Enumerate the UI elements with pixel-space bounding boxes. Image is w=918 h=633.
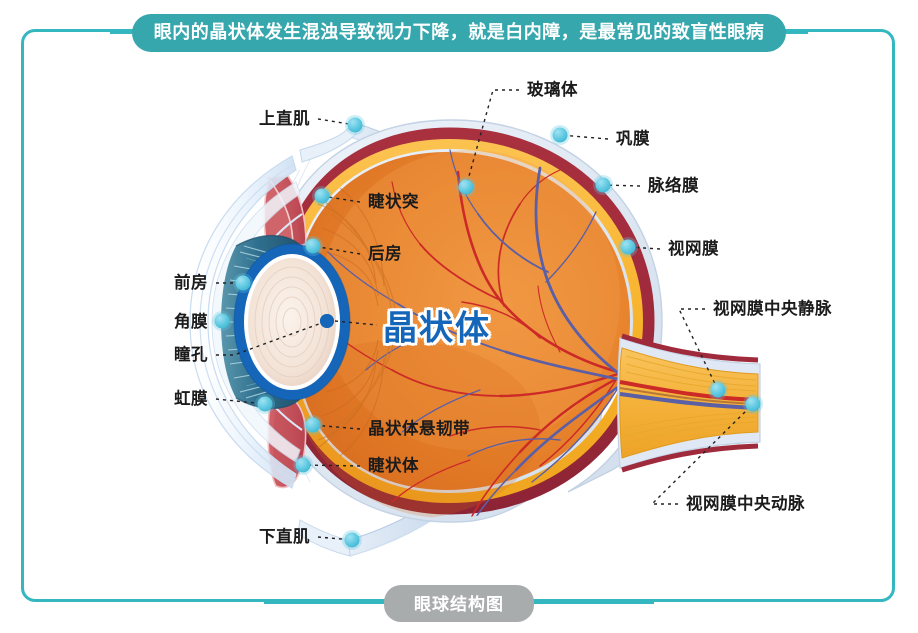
marker-suspensory-ligament <box>305 417 321 433</box>
leader-lens <box>334 320 378 326</box>
label-central-retinal-vein: 视网膜中央静脉 <box>713 299 832 318</box>
marker-vitreous-body <box>458 179 474 195</box>
label-ciliary-body: 睫状体 <box>368 456 419 475</box>
retina-layer <box>288 138 644 504</box>
leader-central-retinal-artery <box>650 403 754 505</box>
leader-ciliary-body <box>302 464 361 467</box>
label-lens: 晶状体 <box>383 309 491 348</box>
posterior-chamber-ridges <box>317 187 385 457</box>
marker-superior-rectus <box>347 117 363 133</box>
leader-iris <box>215 398 266 405</box>
label-sclera: 巩膜 <box>616 129 650 148</box>
label-inferior-rectus: 下直肌 <box>259 527 310 546</box>
marker-posterior-chamber <box>305 238 321 254</box>
choroid-layer <box>281 127 655 515</box>
marker-central-retinal-vein <box>710 382 726 398</box>
marker-retina <box>620 239 636 255</box>
marker-inferior-rectus <box>344 532 360 548</box>
label-ciliary-process: 睫状突 <box>368 192 419 211</box>
label-cornea: 角膜 <box>174 312 208 331</box>
leader-sclera <box>559 134 609 140</box>
marker-iris <box>257 396 273 412</box>
label-retina: 视网膜 <box>668 239 719 258</box>
optic-nerve <box>617 333 761 473</box>
label-vitreous-body: 玻璃体 <box>527 80 578 99</box>
marker-ciliary-process <box>314 188 330 204</box>
label-pupil: 瞳孔 <box>174 345 208 364</box>
title-rule-left <box>109 32 132 34</box>
leader-vitreous-body <box>465 89 519 188</box>
marker-choroid <box>595 177 611 193</box>
marker-cornea <box>214 313 230 329</box>
marker-ciliary-body <box>295 457 311 473</box>
leader-posterior-chamber <box>312 245 361 255</box>
marker-central-retinal-artery <box>745 396 761 412</box>
label-anterior-chamber: 前房 <box>174 273 208 292</box>
title-banner: 眼内的晶状体发生混浊导致视力下降，就是白内障，是最常见的致盲性眼病 <box>0 12 918 54</box>
caption-rule-left <box>264 602 384 604</box>
label-superior-rectus: 上直肌 <box>259 109 310 128</box>
leader-pupil <box>216 320 328 356</box>
label-choroid: 脉络膜 <box>648 176 699 195</box>
posterior-chamber-arc <box>317 195 397 449</box>
label-iris: 虹膜 <box>174 389 208 408</box>
caption-text: 眼球结构图 <box>384 584 534 622</box>
marker-lens <box>320 314 334 328</box>
caption-banner: 眼球结构图 <box>0 584 918 622</box>
leader-central-retinal-vein <box>677 308 719 391</box>
label-markers <box>212 115 763 550</box>
caption-rule-right <box>534 602 654 604</box>
marker-anterior-chamber <box>235 275 251 291</box>
leader-retina <box>627 246 661 250</box>
marker-sclera <box>552 127 568 143</box>
title-text: 眼内的晶状体发生混浊导致视力下降，就是白内障，是最常见的致盲性眼病 <box>131 13 787 53</box>
label-central-retinal-artery: 视网膜中央动脉 <box>686 494 805 513</box>
title-rule-right <box>786 32 809 34</box>
vitreous-body <box>300 152 630 490</box>
lens <box>233 243 351 401</box>
label-suspensory-ligament: 晶状体悬韧带 <box>368 419 470 438</box>
label-posterior-chamber: 后房 <box>368 244 402 263</box>
leader-suspensory-ligament <box>312 424 361 430</box>
